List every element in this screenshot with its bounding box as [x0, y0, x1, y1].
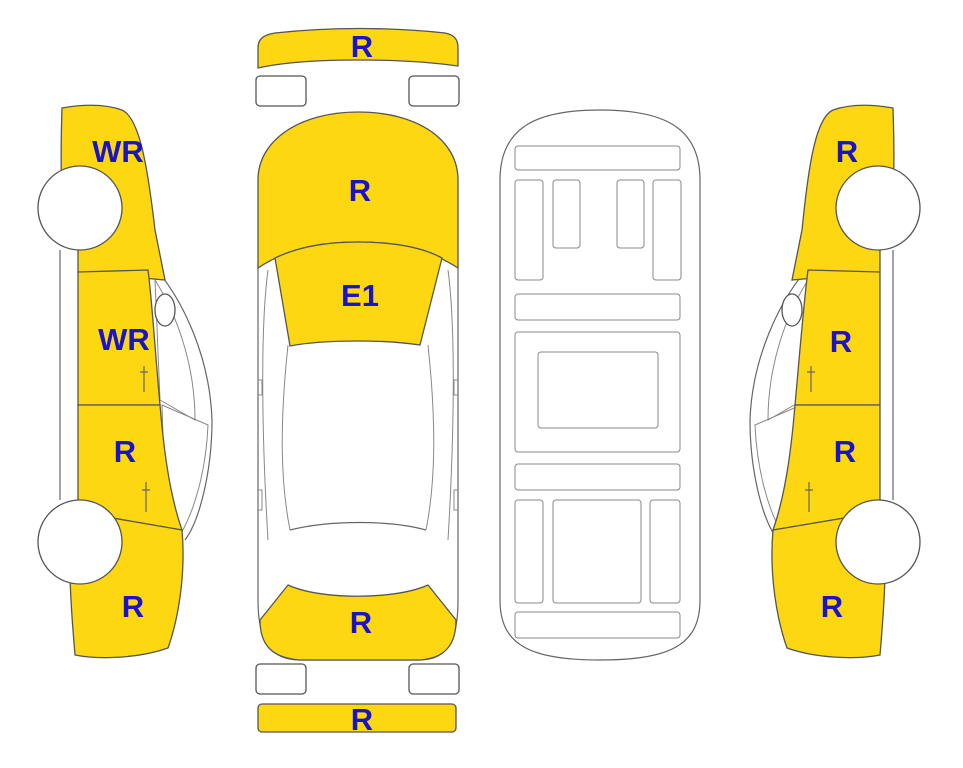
- trunk[interactable]: [259, 584, 457, 661]
- front-bumper[interactable]: [257, 27, 459, 69]
- right-front-door-label: R: [830, 324, 852, 359]
- right-rear-wheel: [835, 499, 921, 585]
- left-taillight: [255, 663, 307, 695]
- left-front-fender-label: WR: [92, 134, 144, 169]
- left-rear-door-label: R: [114, 434, 136, 469]
- windshield[interactable]: [274, 241, 443, 347]
- windshield-label: E1: [341, 278, 379, 313]
- rear-bumper[interactable]: [257, 703, 457, 733]
- hood-label: R: [349, 173, 371, 208]
- right-headlight: [408, 75, 460, 107]
- car-underbody-view-icon: [499, 109, 701, 661]
- car-top-view-icon: [255, 27, 460, 733]
- right-front-fender-label: R: [836, 134, 858, 169]
- trunk-label: R: [350, 605, 372, 640]
- left-rear-quarter-label: R: [122, 589, 144, 624]
- car-right-side-view-icon: [749, 104, 921, 659]
- left-front-wheel: [37, 165, 123, 251]
- left-headlight: [255, 75, 307, 107]
- left-front-door-label: WR: [98, 322, 150, 357]
- right-rear-quarter-label: R: [821, 589, 843, 624]
- right-front-wheel: [835, 165, 921, 251]
- right-taillight: [408, 663, 460, 695]
- right-rear-door-label: R: [834, 434, 856, 469]
- left-rear-wheel: [37, 499, 123, 585]
- rear-bumper-label: R: [351, 702, 373, 737]
- car-left-side-view-icon: [37, 104, 213, 659]
- front-bumper-label: R: [351, 29, 373, 64]
- damage-labels: R R E1 R R WR WR R R R R R R: [92, 29, 858, 737]
